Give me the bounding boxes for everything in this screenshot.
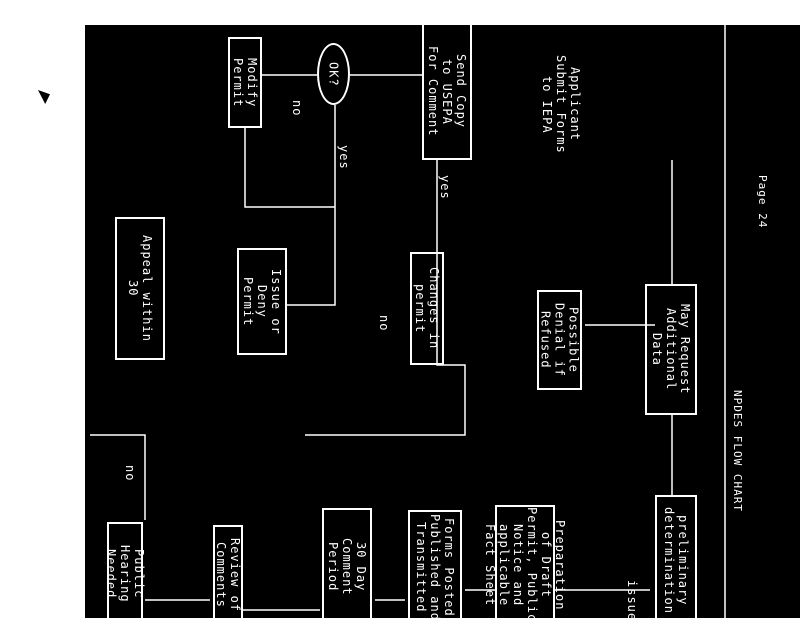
comment-period-text: 30 Day Comment Period xyxy=(326,537,368,596)
denial-box: Possible Denial if Refused xyxy=(537,290,582,390)
comment-period-box: 30 Day Comment Period xyxy=(322,508,372,625)
preliminary-box: preliminary determination xyxy=(655,495,697,625)
modify-text: Modify Permit xyxy=(231,57,259,108)
appeal-box: Appeal within 30 xyxy=(115,217,165,360)
page-number: Page 24 xyxy=(755,175,769,228)
line-ok-issue xyxy=(287,105,336,306)
edge-label-no: no xyxy=(123,465,137,482)
edge-label-no: no xyxy=(377,315,391,332)
review-text: Review of Comments xyxy=(214,537,242,613)
review-box: Review of Comments xyxy=(213,525,243,625)
send-copy-text: Send Copy to USEPA For Comment xyxy=(426,46,468,137)
flow-chart-page: Applicant Submit Forms to IEPA May Reque… xyxy=(85,25,800,625)
denial-text: Possible Denial if Refused xyxy=(538,302,581,378)
applicant-node: Applicant Submit Forms to IEPA xyxy=(540,55,582,154)
scan-mark xyxy=(38,90,50,104)
edge-label-yes: yes xyxy=(337,145,351,170)
hearing-box: Public Hearing Needed xyxy=(104,522,146,625)
edge-label-issue: issue xyxy=(625,580,639,622)
connector-lines xyxy=(90,25,726,618)
send-copy-box: Send Copy to USEPA For Comment xyxy=(422,25,472,160)
title-text: NPDES FLOW CHART xyxy=(731,390,744,512)
request-data-box: May Request Additional Data xyxy=(645,284,697,415)
preparation-box: Preparation of Draft Permit, Public Noti… xyxy=(483,505,567,625)
hearing-text: Public Hearing Needed xyxy=(104,544,146,603)
preliminary-text: preliminary determination xyxy=(662,506,690,614)
forms-posted-box: Forms Posted Published and Transmitted xyxy=(408,510,462,625)
applicant-text: Applicant Submit Forms to IEPA xyxy=(540,55,582,154)
issue-box: Issue or Deny Permit xyxy=(237,248,287,355)
changes-box: Changes in permit xyxy=(410,252,444,365)
modify-box: Modify Permit xyxy=(228,37,262,128)
line-hearing-no xyxy=(90,434,146,520)
edge-label-yes: yes xyxy=(438,175,452,200)
request-text: May Request Additional Data xyxy=(650,304,692,395)
edge-label-no: no xyxy=(290,100,304,117)
changes-text: Changes in permit xyxy=(413,267,441,350)
title: NPDES FLOW CHART xyxy=(730,390,744,512)
preparation-text: Preparation of Draft Permit, Public Noti… xyxy=(483,507,567,623)
line-modify-issue xyxy=(244,128,335,208)
appeal-text: Appeal within 30 xyxy=(126,235,154,342)
ok-decision: OK? xyxy=(317,43,350,105)
ok-text: OK? xyxy=(326,61,341,87)
forms-text: Forms Posted Published and Transmitted xyxy=(414,514,456,621)
line-loop-changes xyxy=(305,252,466,436)
issue-text: Issue or Deny Permit xyxy=(241,268,283,335)
page-text: Page 24 xyxy=(756,175,769,229)
